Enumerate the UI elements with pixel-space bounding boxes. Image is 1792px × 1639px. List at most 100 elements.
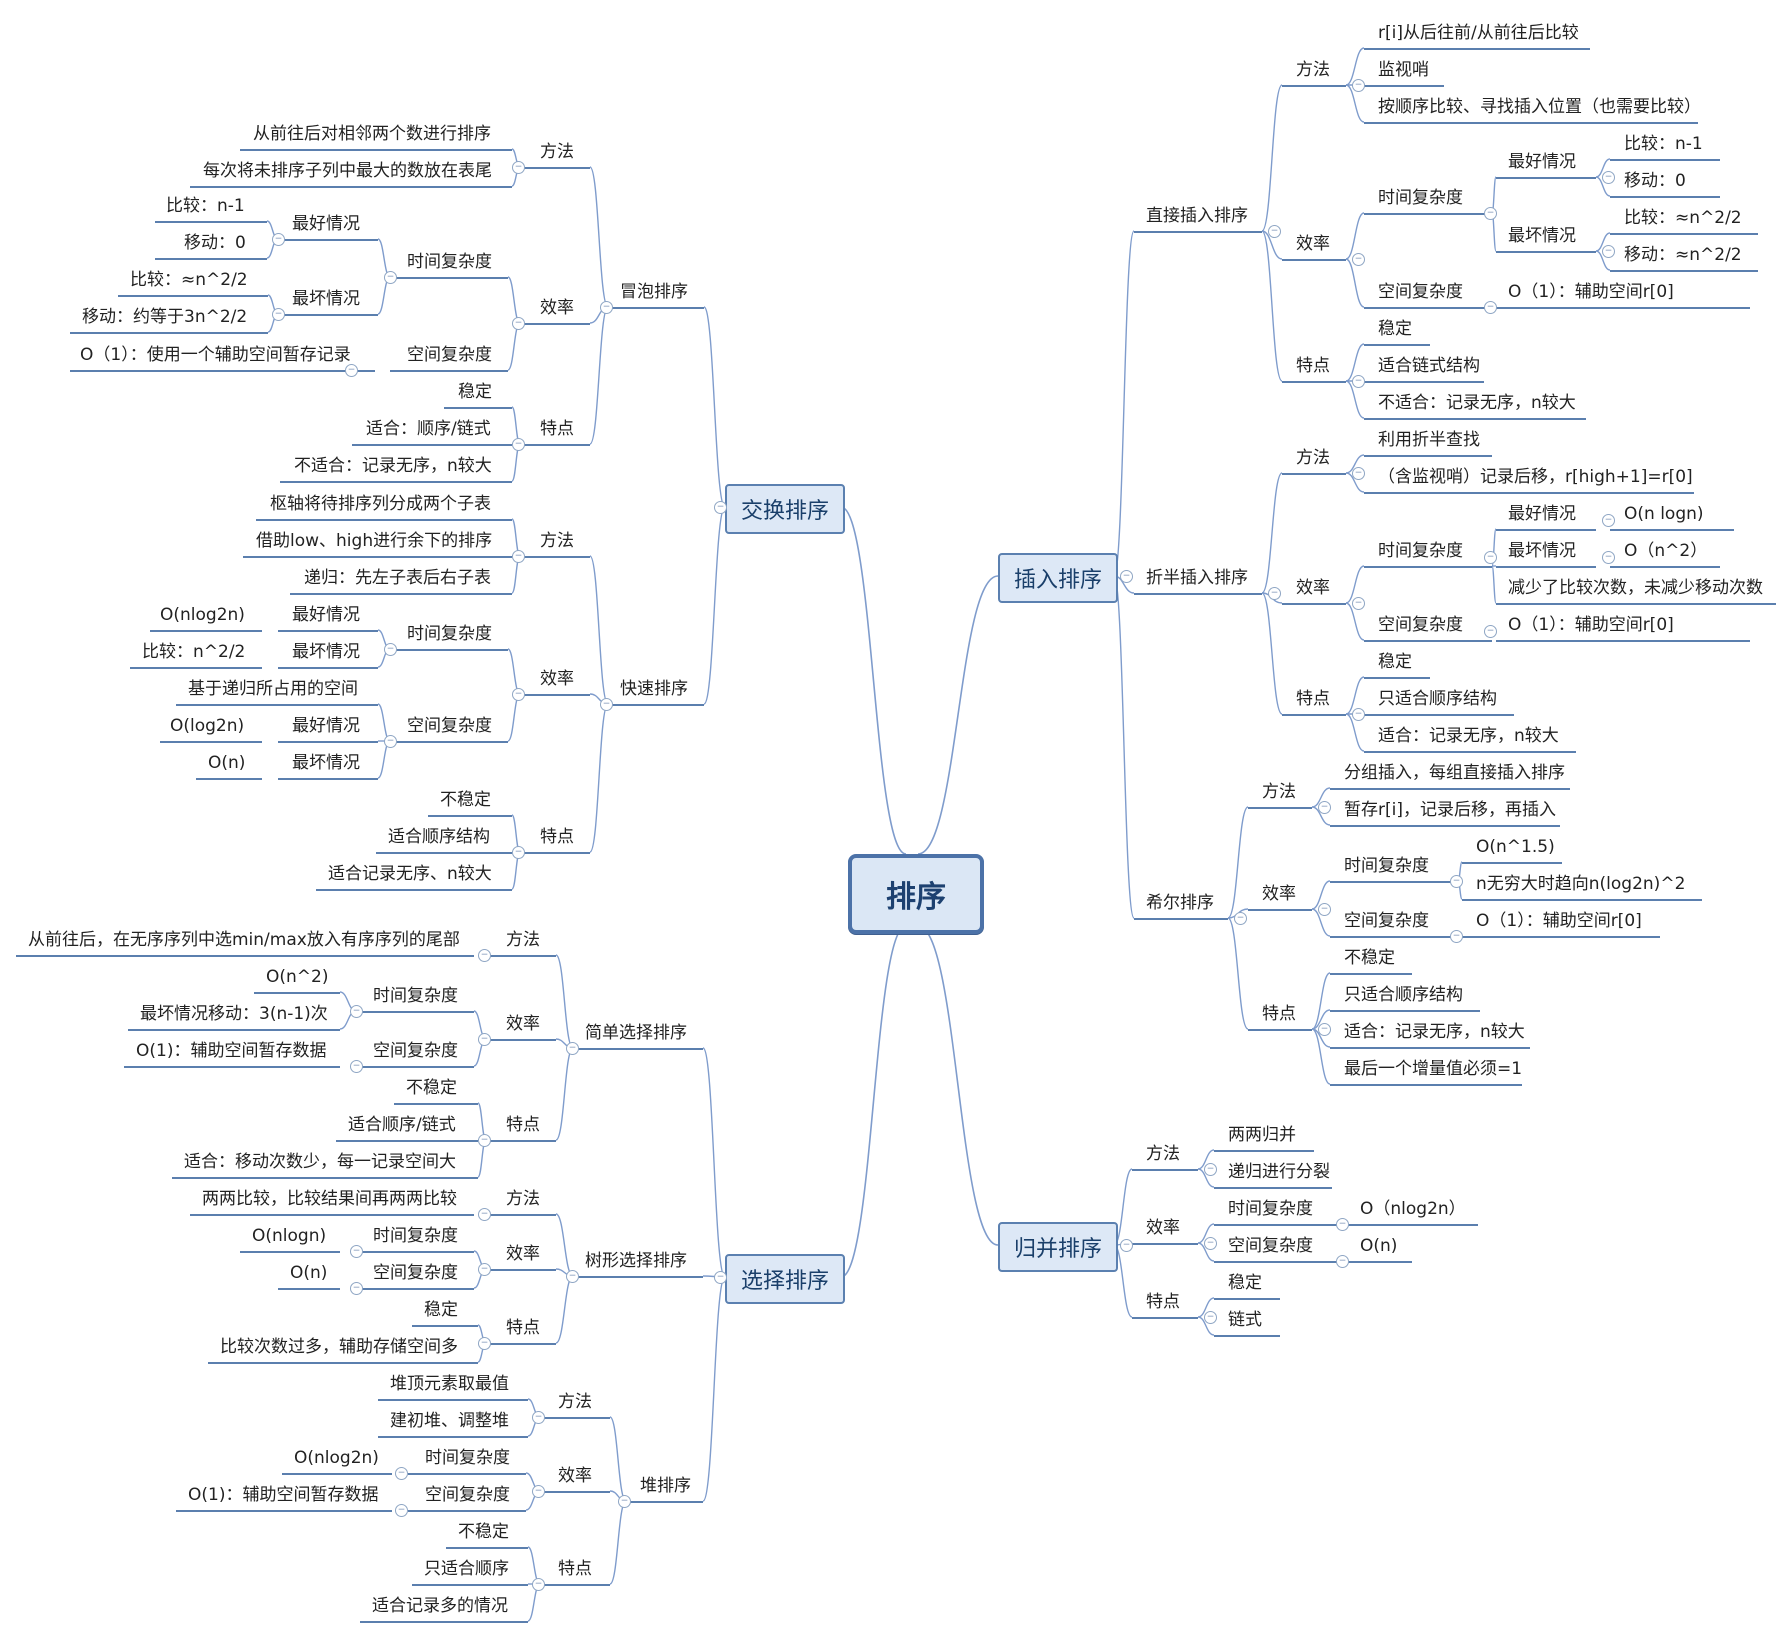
merge-space-label[interactable]: 空间复杂度 <box>1228 1236 1313 1256</box>
direct-space-value[interactable]: O（1）：辅助空间r[0] <box>1508 282 1674 302</box>
collapse-toggle-icon[interactable]: − <box>478 1263 491 1276</box>
merge-space-value[interactable]: O(n) <box>1360 1236 1398 1256</box>
binary-space-label[interactable]: 空间复杂度 <box>1378 615 1463 635</box>
collapse-toggle-icon[interactable]: − <box>1484 551 1497 564</box>
heap-time-value[interactable]: O(nlog2n) <box>294 1448 379 1468</box>
topic-insertion-sort[interactable]: 插入排序 <box>998 553 1118 603</box>
direct-best-move[interactable]: 移动：0 <box>1624 171 1686 191</box>
heap-feature-item[interactable]: 不稳定 <box>458 1522 509 1542</box>
collapse-toggle-icon[interactable]: − <box>478 1208 491 1221</box>
collapse-toggle-icon[interactable]: − <box>532 1578 545 1591</box>
direct-feature-label[interactable]: 特点 <box>1296 356 1330 376</box>
heap-space-label[interactable]: 空间复杂度 <box>425 1485 510 1505</box>
direct-feature-item[interactable]: 不适合：记录无序，n较大 <box>1378 393 1576 413</box>
direct-worst-move[interactable]: 移动：≈n^2/2 <box>1624 245 1742 265</box>
collapse-toggle-icon[interactable]: − <box>1352 375 1365 388</box>
merge-time-label[interactable]: 时间复杂度 <box>1228 1199 1313 1219</box>
quick-feature-item[interactable]: 适合顺序结构 <box>388 827 490 847</box>
merge-feature-item[interactable]: 链式 <box>1228 1310 1262 1330</box>
heap-feature-item[interactable]: 只适合顺序 <box>424 1559 509 1579</box>
quick-space-best-value[interactable]: O(log2n) <box>170 716 245 736</box>
collapse-toggle-icon[interactable]: − <box>512 438 525 451</box>
heap-sort-label[interactable]: 堆排序 <box>640 1476 691 1496</box>
collapse-toggle-icon[interactable]: − <box>345 364 358 377</box>
binary-feature-item[interactable]: 只适合顺序结构 <box>1378 689 1497 709</box>
quick-space-worst-value[interactable]: O(n) <box>208 753 246 773</box>
binary-worst-value[interactable]: O（n^2） <box>1624 541 1708 561</box>
quick-method-label[interactable]: 方法 <box>540 531 574 551</box>
quick-space-label[interactable]: 空间复杂度 <box>407 716 492 736</box>
collapse-toggle-icon[interactable]: − <box>1318 1023 1331 1036</box>
bubble-feature-item[interactable]: 适合：顺序/链式 <box>366 419 491 439</box>
collapse-toggle-icon[interactable]: − <box>478 1337 491 1350</box>
shell-space-value[interactable]: O（1）：辅助空间r[0] <box>1476 911 1642 931</box>
direct-worst-label[interactable]: 最坏情况 <box>1508 226 1576 246</box>
collapse-toggle-icon[interactable]: − <box>1234 912 1247 925</box>
bubble-method-item[interactable]: 从前往后对相邻两个数进行排序 <box>253 124 491 144</box>
direct-efficiency-label[interactable]: 效率 <box>1296 234 1330 254</box>
binary-feature-item[interactable]: 适合：记录无序，n较大 <box>1378 726 1559 746</box>
merge-method-item[interactable]: 两两归并 <box>1228 1125 1296 1145</box>
shell-space-label[interactable]: 空间复杂度 <box>1344 911 1429 931</box>
quick-time-worst-value[interactable]: 比较：n^2/2 <box>142 642 246 662</box>
binary-time-label[interactable]: 时间复杂度 <box>1378 541 1463 561</box>
collapse-toggle-icon[interactable]: − <box>1352 79 1365 92</box>
root-topic[interactable]: 排序 <box>848 854 984 934</box>
collapse-toggle-icon[interactable]: − <box>1352 708 1365 721</box>
heap-feature-item[interactable]: 适合记录多的情况 <box>372 1596 508 1616</box>
bubble-best-compare[interactable]: 比较：n-1 <box>166 196 245 216</box>
collapse-toggle-icon[interactable]: − <box>350 1245 363 1258</box>
tree-space-label[interactable]: 空间复杂度 <box>373 1263 458 1283</box>
bubble-feature-item[interactable]: 稳定 <box>458 382 492 402</box>
collapse-toggle-icon[interactable]: − <box>512 550 525 563</box>
quick-method-item[interactable]: 递归：先左子表后右子表 <box>304 568 491 588</box>
simple-feature-item[interactable]: 适合顺序/链式 <box>348 1115 456 1135</box>
topic-merge-sort[interactable]: 归并排序 <box>998 1222 1118 1272</box>
shell-time-label[interactable]: 时间复杂度 <box>1344 856 1429 876</box>
collapse-toggle-icon[interactable]: − <box>532 1411 545 1424</box>
collapse-toggle-icon[interactable]: − <box>1602 245 1615 258</box>
direct-feature-item[interactable]: 稳定 <box>1378 319 1412 339</box>
collapse-toggle-icon[interactable]: − <box>384 735 397 748</box>
direct-method-item[interactable]: 监视哨 <box>1378 60 1429 80</box>
quick-space-best-label[interactable]: 最好情况 <box>292 716 360 736</box>
bubble-space-value[interactable]: O（1）：使用一个辅助空间暂存记录 <box>80 345 351 365</box>
collapse-toggle-icon[interactable]: − <box>600 301 613 314</box>
collapse-toggle-icon[interactable]: − <box>1352 597 1365 610</box>
heap-method-label[interactable]: 方法 <box>558 1392 592 1412</box>
simple-selection-label[interactable]: 简单选择排序 <box>585 1023 687 1043</box>
merge-feature-label[interactable]: 特点 <box>1146 1292 1180 1312</box>
binary-insertion-label[interactable]: 折半插入排序 <box>1146 568 1248 588</box>
collapse-toggle-icon[interactable]: − <box>1204 1311 1217 1324</box>
collapse-toggle-icon[interactable]: − <box>384 271 397 284</box>
collapse-toggle-icon[interactable]: − <box>600 698 613 711</box>
collapse-toggle-icon[interactable]: − <box>618 1495 631 1508</box>
topic-exchange-sort[interactable]: 交换排序 <box>725 484 845 534</box>
direct-worst-compare[interactable]: 比较：≈n^2/2 <box>1624 208 1742 228</box>
binary-method-label[interactable]: 方法 <box>1296 448 1330 468</box>
collapse-toggle-icon[interactable]: − <box>512 846 525 859</box>
bubble-method-label[interactable]: 方法 <box>540 142 574 162</box>
collapse-toggle-icon[interactable]: − <box>1120 570 1133 583</box>
collapse-toggle-icon[interactable]: − <box>714 1271 727 1284</box>
merge-time-value[interactable]: O（nlog2n） <box>1360 1199 1466 1219</box>
tree-selection-label[interactable]: 树形选择排序 <box>585 1251 687 1271</box>
merge-method-item[interactable]: 递归进行分裂 <box>1228 1162 1330 1182</box>
merge-efficiency-label[interactable]: 效率 <box>1146 1218 1180 1238</box>
bubble-worst-move[interactable]: 移动：约等于3n^2/2 <box>82 307 248 327</box>
collapse-toggle-icon[interactable]: − <box>1336 1255 1349 1268</box>
collapse-toggle-icon[interactable]: − <box>1484 207 1497 220</box>
shell-method-label[interactable]: 方法 <box>1262 782 1296 802</box>
shell-method-item[interactable]: 暂存r[i]，记录后移，再插入 <box>1344 800 1556 820</box>
bubble-efficiency-label[interactable]: 效率 <box>540 298 574 318</box>
binary-worst-label[interactable]: 最坏情况 <box>1508 541 1576 561</box>
collapse-toggle-icon[interactable]: − <box>1318 801 1331 814</box>
direct-best-compare[interactable]: 比较：n-1 <box>1624 134 1703 154</box>
collapse-toggle-icon[interactable]: − <box>532 1485 545 1498</box>
collapse-toggle-icon[interactable]: − <box>714 501 727 514</box>
shell-efficiency-label[interactable]: 效率 <box>1262 884 1296 904</box>
shell-time-value[interactable]: O(n^1.5) <box>1476 837 1555 857</box>
collapse-toggle-icon[interactable]: − <box>1484 625 1497 638</box>
tree-method-label[interactable]: 方法 <box>506 1189 540 1209</box>
collapse-toggle-icon[interactable]: − <box>478 1033 491 1046</box>
